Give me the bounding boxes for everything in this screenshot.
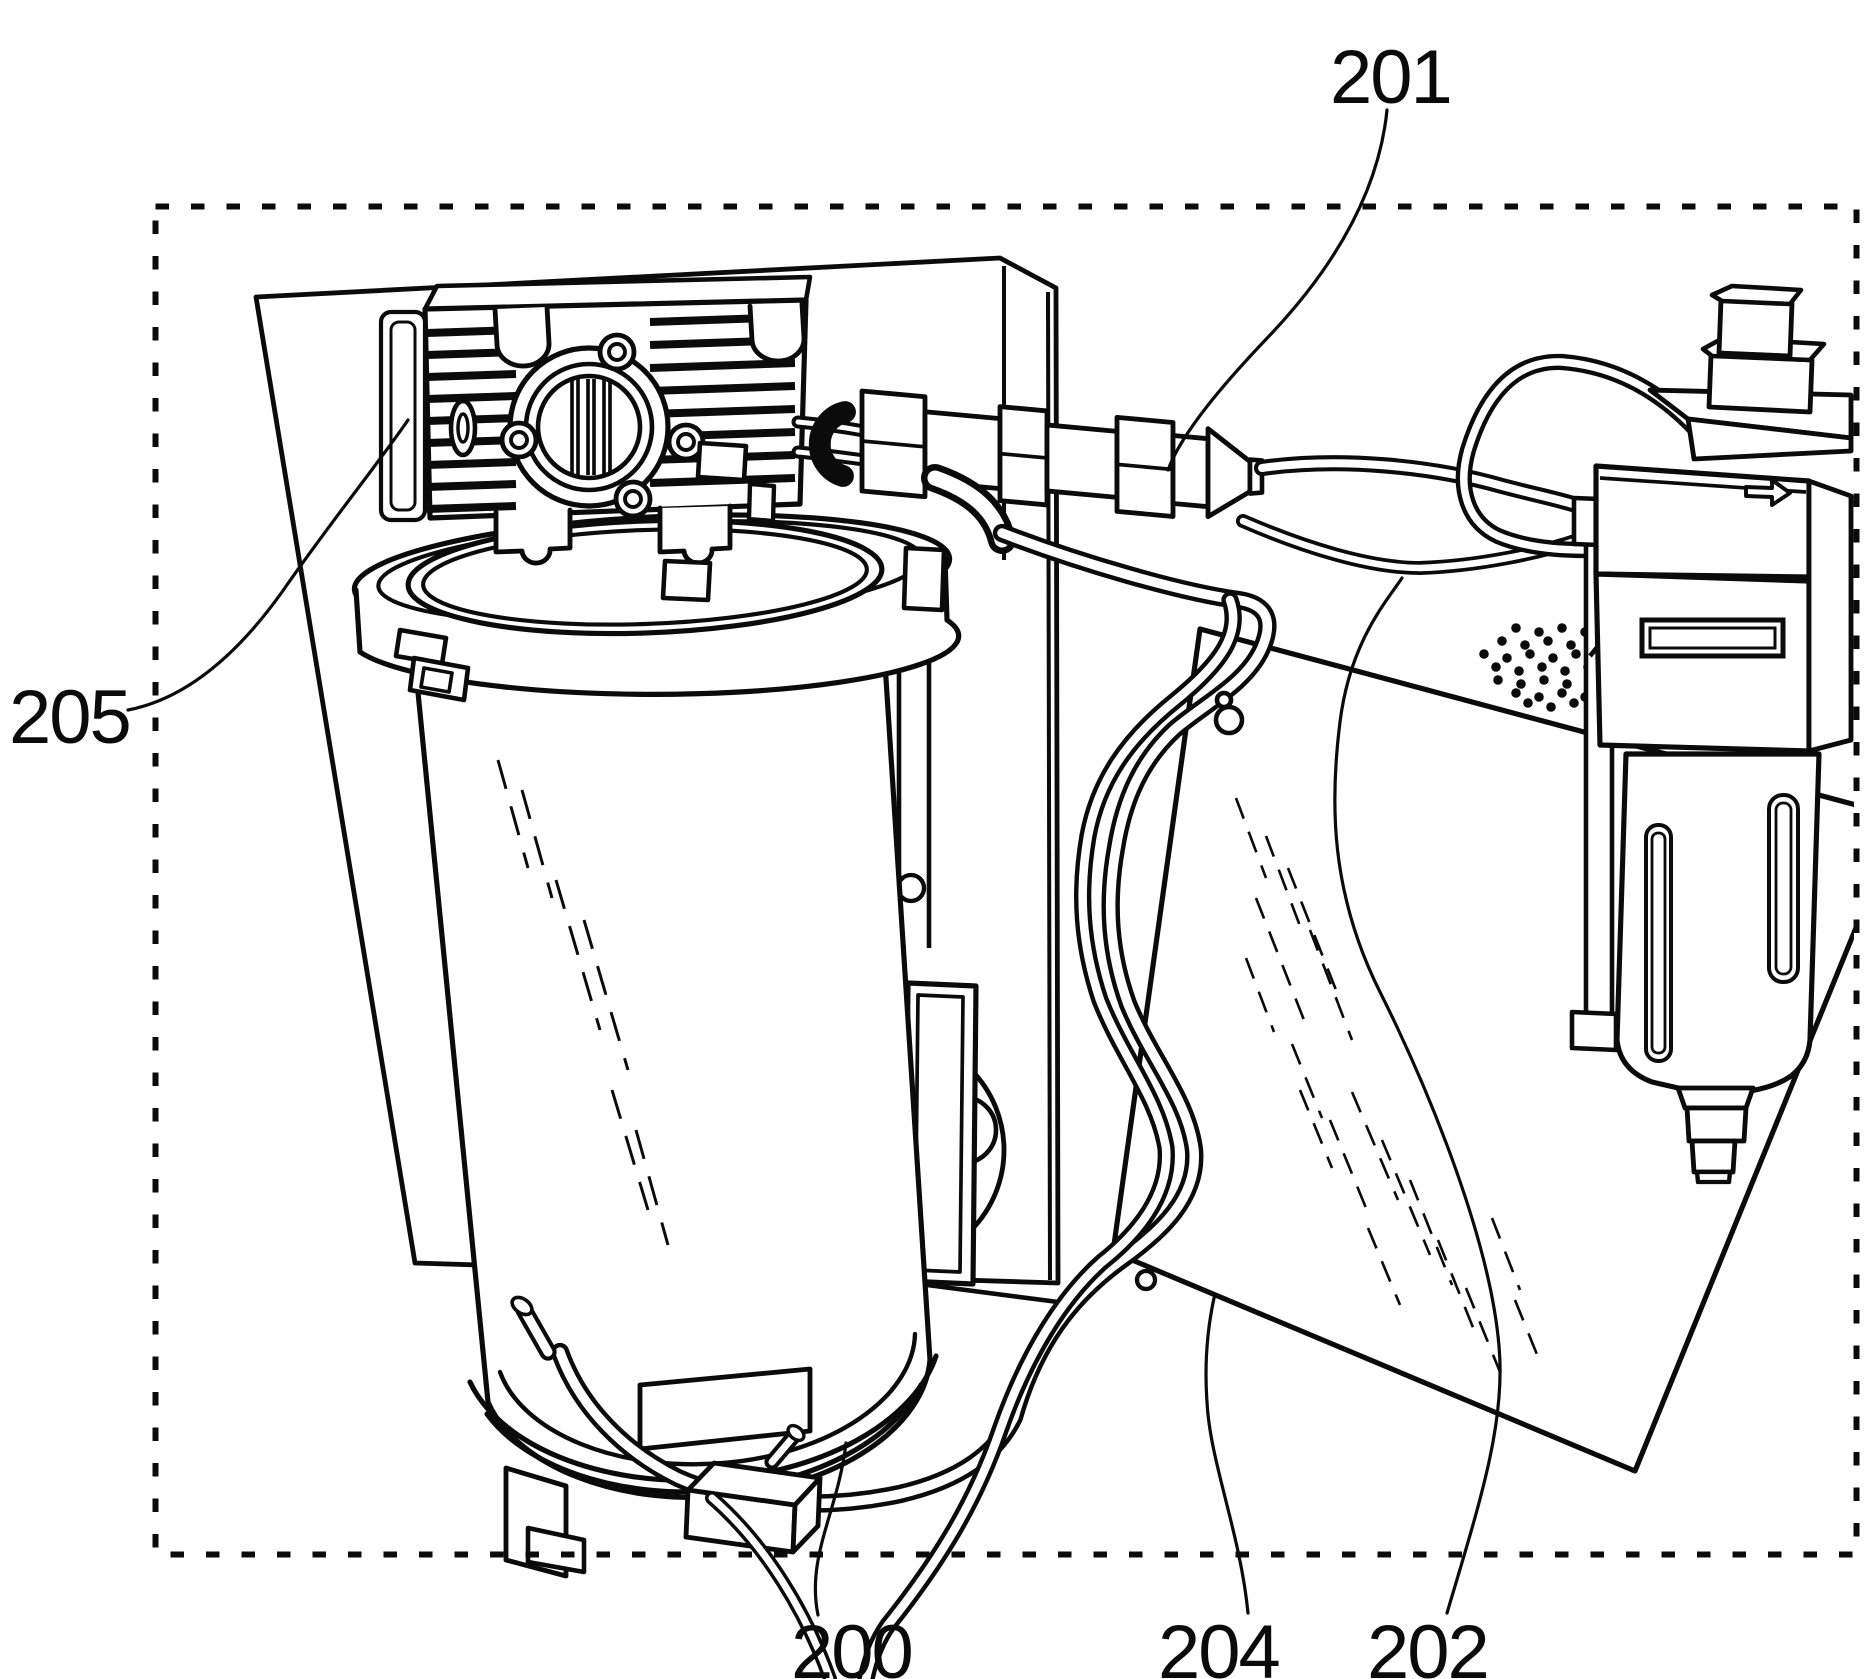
svg-text:205: 205 [9, 675, 130, 760]
svg-text:204: 204 [1158, 1610, 1280, 1679]
svg-text:200: 200 [791, 1610, 912, 1679]
svg-text:202: 202 [1367, 1610, 1488, 1679]
svg-text:201: 201 [1330, 35, 1451, 120]
